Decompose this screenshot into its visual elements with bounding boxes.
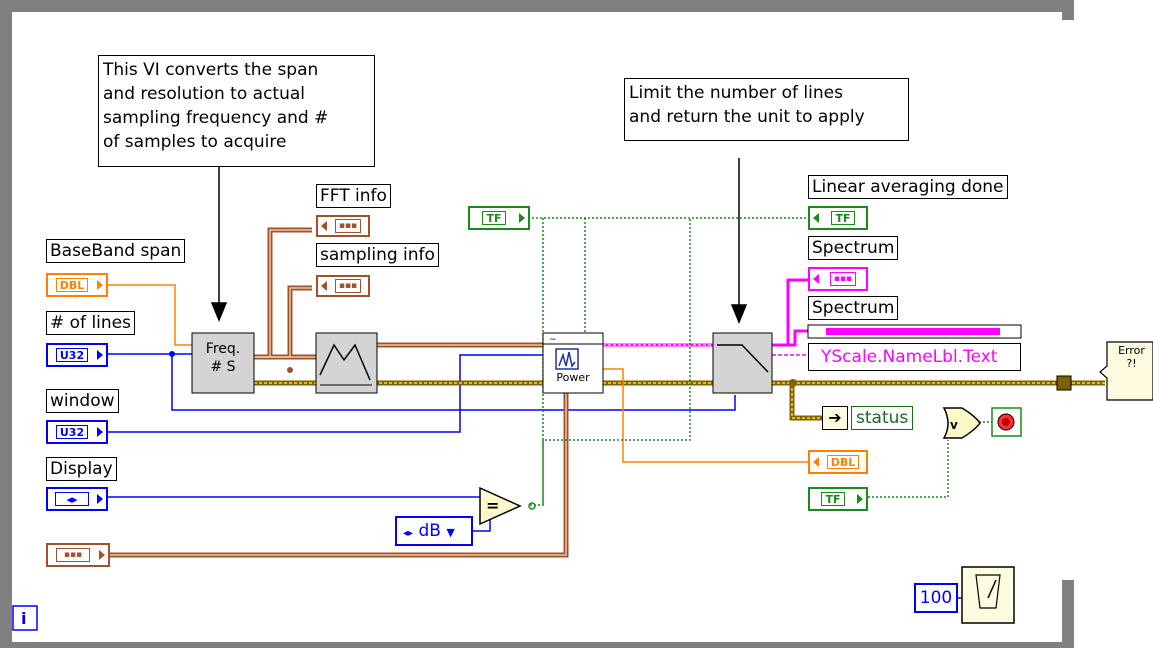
svg-text:v: v xyxy=(950,418,958,432)
db-enum-constant[interactable]: ◂▸ dB ▼ xyxy=(395,516,473,546)
cluster-control[interactable]: ▪▪▪ xyxy=(46,543,110,567)
limit-lines-node xyxy=(712,332,773,394)
spectrum-indicator[interactable]: ▪▪▪ xyxy=(808,267,868,291)
svg-text:=: = xyxy=(486,496,499,515)
sampling-info-indicator[interactable]: ▪▪▪ xyxy=(316,275,370,297)
baseband-span-label: BaseBand span xyxy=(46,239,186,263)
baseband-span-control[interactable]: DBL xyxy=(46,273,108,297)
dbl-indicator[interactable]: DBL xyxy=(808,450,868,474)
linear-averaging-label: Linear averaging done xyxy=(808,175,1008,199)
fft-info-indicator[interactable]: ▪▪▪ xyxy=(316,215,370,237)
svg-text:i: i xyxy=(21,609,26,628)
freq-node-label: Freq. # S xyxy=(205,341,241,375)
display-label: Display xyxy=(46,457,117,481)
boolean-constant-tf[interactable]: TF xyxy=(468,206,530,230)
comment-limit-description: Limit the number of lines and return the… xyxy=(624,78,909,141)
wire-baseband xyxy=(108,284,192,346)
error-out-terminal xyxy=(1099,341,1153,401)
num-lines-label: # of lines xyxy=(46,311,135,335)
error-tunnel xyxy=(1056,375,1072,391)
window-label: window xyxy=(46,389,119,413)
error-out-label: Error ?! xyxy=(1118,344,1145,370)
wait-constant-100[interactable]: 100 xyxy=(914,583,958,613)
num-lines-control[interactable]: U32 xyxy=(46,343,108,367)
boolean-constant-tf-2[interactable]: TF xyxy=(808,487,868,511)
yscale-property-text: YScale.NameLbl.Text xyxy=(821,347,998,367)
spectrum-label-1: Spectrum xyxy=(808,236,899,260)
iteration-terminal xyxy=(12,605,38,631)
wire-window xyxy=(108,354,543,433)
yscale-property-node[interactable]: YScale.NameLbl.Text xyxy=(808,343,1021,371)
display-control[interactable]: ◂▸ xyxy=(46,487,108,511)
fft-info-label: FFT info xyxy=(316,184,391,208)
window-control[interactable]: U32 xyxy=(46,420,108,444)
power-node-label: Power xyxy=(556,371,590,384)
equal-comparison-node: = xyxy=(479,486,522,526)
status-element: status xyxy=(851,406,914,430)
window-node xyxy=(315,332,378,394)
comment-freq-description: This VI converts the span and resolution… xyxy=(98,55,375,167)
linear-averaging-indicator[interactable]: TF xyxy=(808,206,868,230)
sampling-info-label: sampling info xyxy=(316,243,439,267)
dropdown-arrow-icon: ▼ xyxy=(446,526,455,539)
spectrum-label-2: Spectrum xyxy=(808,296,899,320)
or-gate-node: v xyxy=(942,407,981,439)
svg-text:~: ~ xyxy=(549,335,557,345)
wire-dbl-out xyxy=(603,368,808,463)
freq-node-box xyxy=(191,332,255,394)
enum-arrows-icon: ◂▸ xyxy=(403,528,414,539)
unbundle-arrow-icon: ➔ xyxy=(822,406,848,430)
